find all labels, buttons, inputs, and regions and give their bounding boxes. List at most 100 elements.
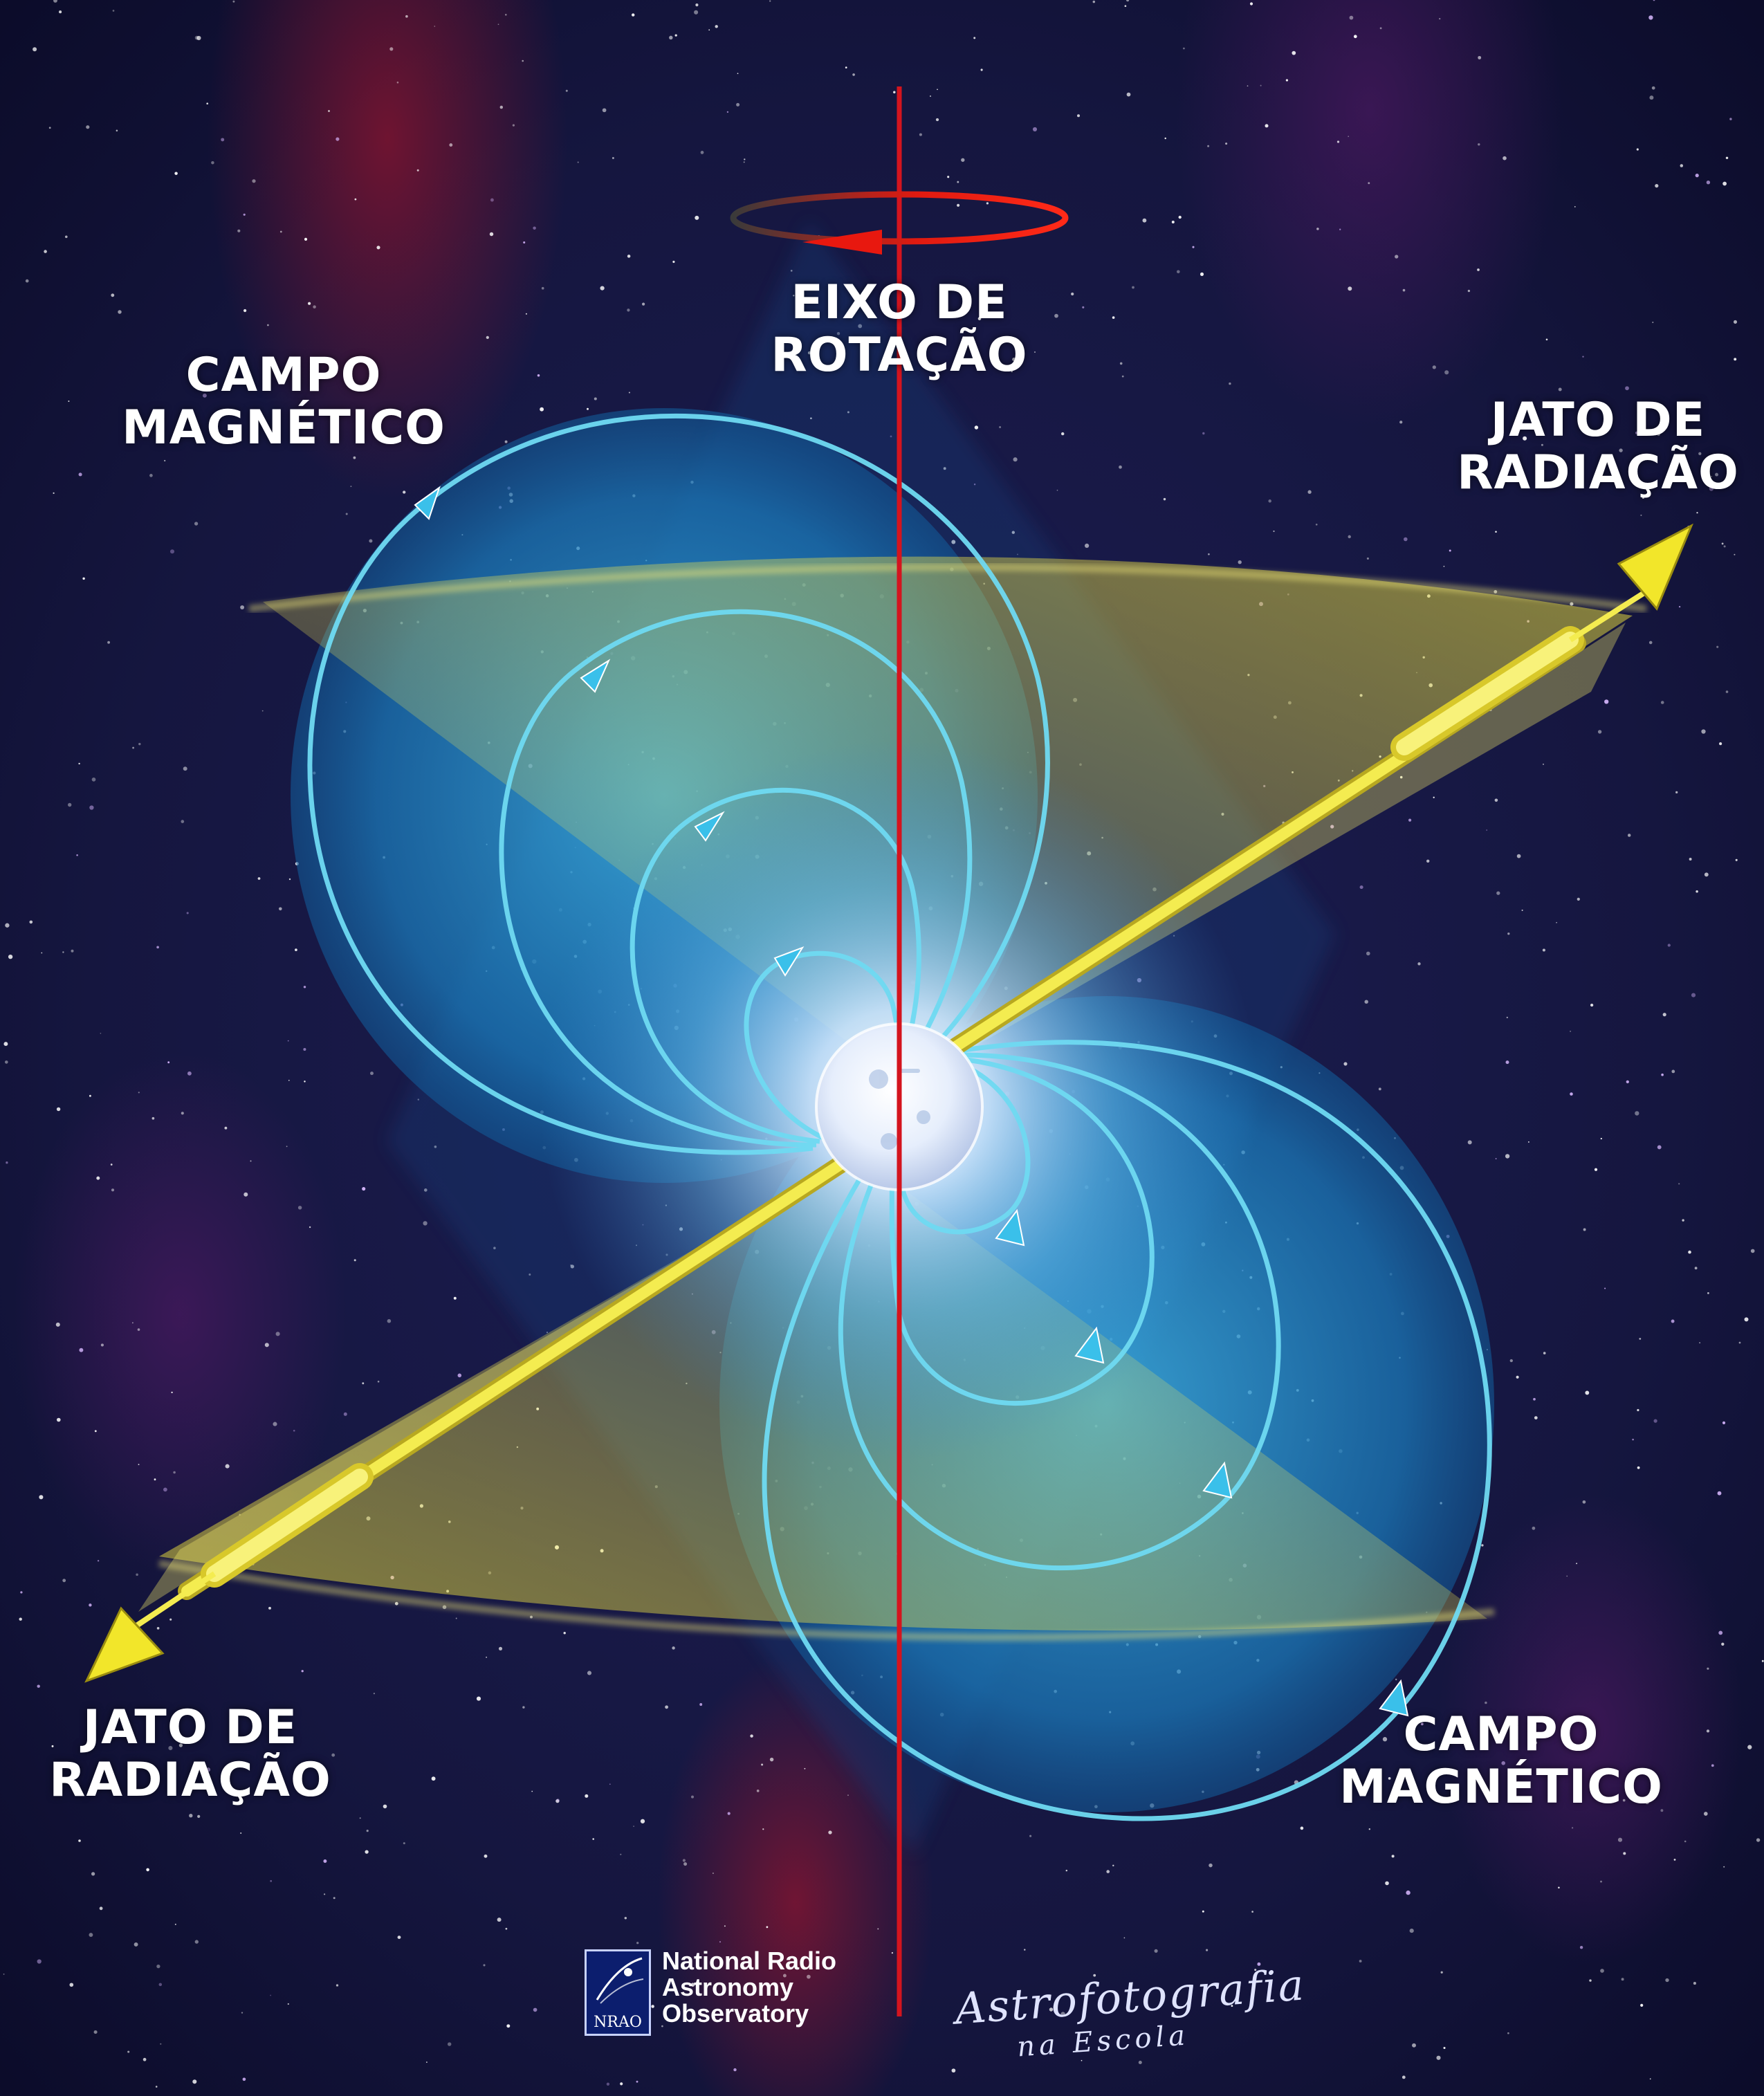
background-star [181,820,185,823]
background-star [1543,1352,1546,1354]
background-star [498,1646,503,1651]
background-star [111,1188,115,1192]
background-star [484,1854,488,1858]
nrao-name-line1: National Radio [662,1947,837,1975]
background-star [1348,286,1352,291]
background-star [937,89,938,91]
background-star [620,2082,623,2086]
background-star [1657,432,1660,436]
background-star [1600,1137,1602,1140]
background-star [1577,897,1580,901]
background-star [328,110,330,112]
background-star [1655,184,1659,188]
background-star [1640,2003,1644,2007]
background-star [287,1040,289,1042]
background-star [1412,2043,1416,2048]
background-star [999,426,1002,428]
background-star [1056,489,1058,491]
background-star [1449,549,1451,552]
background-star [1138,2060,1142,2065]
background-star [602,108,607,113]
background-star [1126,92,1131,97]
background-star [202,393,207,398]
background-star [1495,531,1497,533]
background-star [211,160,214,165]
background-star [627,255,631,258]
background-star [1364,1000,1368,1004]
background-star [1121,375,1124,378]
background-star [1300,1826,1304,1830]
background-star [53,0,57,3]
background-star [585,1794,589,1798]
background-star [636,1942,639,1945]
background-star [1576,1563,1578,1565]
background-star [1202,1910,1204,1913]
background-star [387,1318,392,1323]
background-star [68,401,70,402]
background-star [295,948,297,951]
background-star [587,407,589,410]
background-star [1254,1969,1257,1971]
background-star [403,490,406,494]
background-star [1617,1837,1623,1842]
radiation-jet-label-bottom: JATO DE RADIAÇÃO [38,1702,342,1807]
background-star [1054,313,1058,318]
background-star [483,1964,486,1967]
background-star [1112,316,1115,319]
background-star [243,213,246,216]
background-star [138,742,141,746]
background-star [1013,457,1018,462]
background-star [270,1994,271,1996]
background-star [733,2068,737,2072]
background-star [206,102,209,105]
background-star [6,1161,8,1164]
background-star [1622,1799,1626,1802]
background-star [1209,1863,1213,1868]
background-star [369,539,373,543]
background-star [1432,365,1436,369]
background-star [1532,1526,1536,1530]
background-star [1671,1319,1675,1323]
background-star [1077,114,1080,118]
nrao-name: National Radio Astronomy Observatory [662,1948,836,2027]
background-star [168,1745,173,1751]
background-star [1585,1390,1590,1395]
background-star [1594,1168,1598,1171]
background-star [1507,2032,1509,2034]
background-star [79,1348,84,1352]
background-star [132,746,135,749]
background-star [1208,553,1210,555]
background-star [39,1495,44,1500]
background-star [651,2005,654,2008]
background-star [196,35,201,41]
background-star [1404,537,1408,542]
background-star [682,1859,686,1862]
background-star [250,1160,252,1162]
background-star [957,181,959,183]
background-star [173,1471,176,1474]
background-star [313,305,316,309]
background-star [1649,95,1654,100]
background-star [1682,446,1686,450]
background-star [1635,431,1639,434]
background-star [91,778,96,782]
background-star [134,1942,138,1947]
background-star [1132,286,1134,289]
background-star [1527,1141,1529,1143]
background-star [1722,1421,1726,1424]
background-star [359,1817,361,1819]
background-star [99,1906,103,1911]
background-star [1060,2012,1065,2016]
background-star [56,1107,61,1112]
background-star [1521,909,1523,911]
background-star [143,2057,147,2061]
background-star [847,1794,849,1796]
background-star [489,232,494,237]
background-star [1065,1869,1068,1872]
background-star [1516,1375,1519,1379]
background-star [1443,565,1445,567]
background-star [365,1850,369,1854]
background-star [636,2080,638,2083]
background-star [1207,145,1210,147]
